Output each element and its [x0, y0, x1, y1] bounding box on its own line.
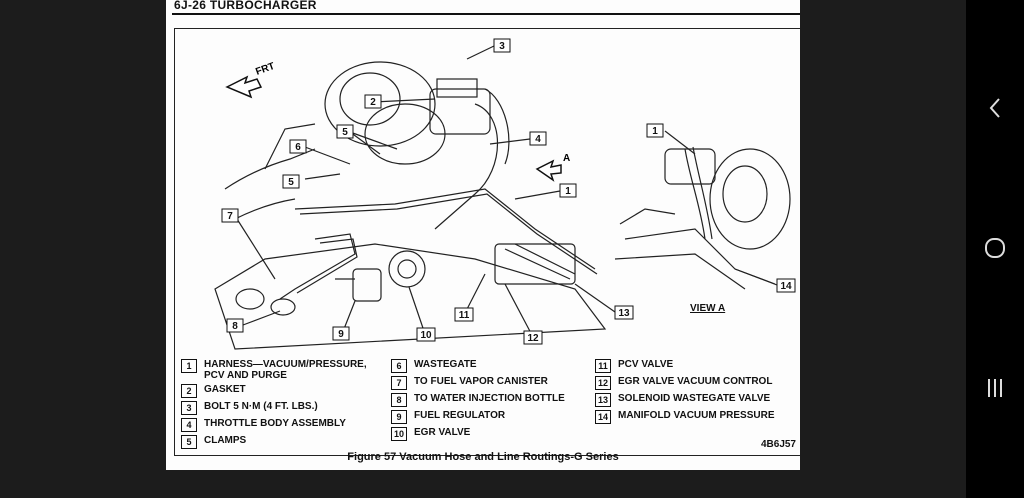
callout-7: 7 — [227, 211, 233, 222]
egr-valve — [388, 250, 426, 288]
callout-2: 2 — [370, 97, 376, 108]
a-label: A — [563, 153, 570, 164]
engine-block — [214, 243, 607, 350]
legend-column-3: 11 PCV VALVE 12 EGR VALVE VACUUM CONTROL… — [595, 359, 795, 427]
document-page: 6J-26 TURBOCHARGER — [166, 0, 800, 470]
legend-item: 3 BOLT 5 N·m (4 FT. LBS.) — [181, 401, 386, 415]
circle-home-icon — [985, 238, 1005, 258]
view-a-label: VIEW A — [690, 303, 725, 314]
fuel-vapor-line — [279, 233, 356, 300]
callout-9: 9 — [338, 329, 344, 340]
figure-box: FRT A — [174, 28, 800, 456]
vacuum-hose-1 — [434, 103, 499, 230]
legend-item: 11 PCV VALVE — [595, 359, 795, 373]
callout-1: 1 — [565, 186, 571, 197]
callout-8: 8 — [232, 321, 238, 332]
legend-item: 10 EGR VALVE — [391, 427, 591, 441]
page-header: 6J-26 TURBOCHARGER — [174, 0, 317, 12]
callout-4: 4 — [535, 134, 541, 145]
turbo-inlet — [339, 72, 401, 126]
legend-item: 14 MANIFOLD VACUUM PRESSURE — [595, 410, 795, 424]
callout-14: 14 — [780, 281, 792, 292]
legend-column-1: 1 HARNESS—VACUUM/PRESSURE, PCV AND PURGE… — [181, 359, 386, 452]
callout-5b: 5 — [288, 177, 294, 188]
legend-item: 6 WASTEGATE — [391, 359, 591, 373]
three-bars-recents-icon — [988, 379, 1002, 397]
callout-5: 5 — [342, 127, 348, 138]
navigation-bar — [966, 0, 1024, 498]
legend-item: 1 HARNESS—VACUUM/PRESSURE, PCV AND PURGE — [181, 359, 386, 381]
view-a-inset — [614, 146, 791, 290]
solenoid-wastegate-valve — [494, 243, 576, 285]
fuel-regulator — [352, 268, 382, 302]
callout-6: 6 — [295, 142, 301, 153]
figure-reference-code: 4B6J57 — [760, 439, 796, 450]
callout-11: 11 — [459, 310, 470, 321]
home-button[interactable] — [966, 218, 1024, 278]
figure-caption: Figure 57 Vacuum Hose and Line Routings-… — [347, 451, 619, 463]
callout-1b: 1 — [652, 126, 658, 137]
legend-item: 9 FUEL REGULATOR — [391, 410, 591, 424]
legend-item: 2 GASKET — [181, 384, 386, 398]
chevron-left-icon — [989, 98, 1000, 118]
left-letterbox — [0, 0, 166, 498]
engine-diagram: FRT A — [214, 38, 796, 350]
legend-column-2: 6 WASTEGATE 7 TO FUEL VAPOR CANISTER 8 T… — [391, 359, 591, 444]
view-a-arrow: A — [535, 153, 570, 182]
turbocharger-housing — [324, 61, 436, 147]
callout-3: 3 — [499, 41, 505, 52]
back-button[interactable] — [966, 78, 1024, 138]
legend-item: 13 SOLENOID WASTEGATE VALVE — [595, 393, 795, 407]
legend-item: 12 EGR VALVE VACUUM CONTROL — [595, 376, 795, 390]
vacuum-hose-2 — [484, 88, 510, 165]
front-direction-arrow: FRT — [225, 61, 276, 99]
frt-label: FRT — [254, 61, 276, 78]
recents-button[interactable] — [966, 358, 1024, 418]
legend-item: 7 TO FUEL VAPOR CANISTER — [391, 376, 591, 390]
throttle-body — [429, 88, 491, 135]
legend-item: 4 THROTTLE BODY ASSEMBLY — [181, 418, 386, 432]
legend-item: 8 TO WATER INJECTION BOTTLE — [391, 393, 591, 407]
harness-line — [294, 188, 596, 270]
header-rule — [172, 13, 800, 15]
callout-12: 12 — [527, 333, 539, 344]
legend-item: 5 CLAMPS — [181, 435, 386, 449]
callout-13: 13 — [618, 308, 630, 319]
right-letterbox — [800, 0, 966, 498]
callout-10: 10 — [420, 330, 432, 341]
